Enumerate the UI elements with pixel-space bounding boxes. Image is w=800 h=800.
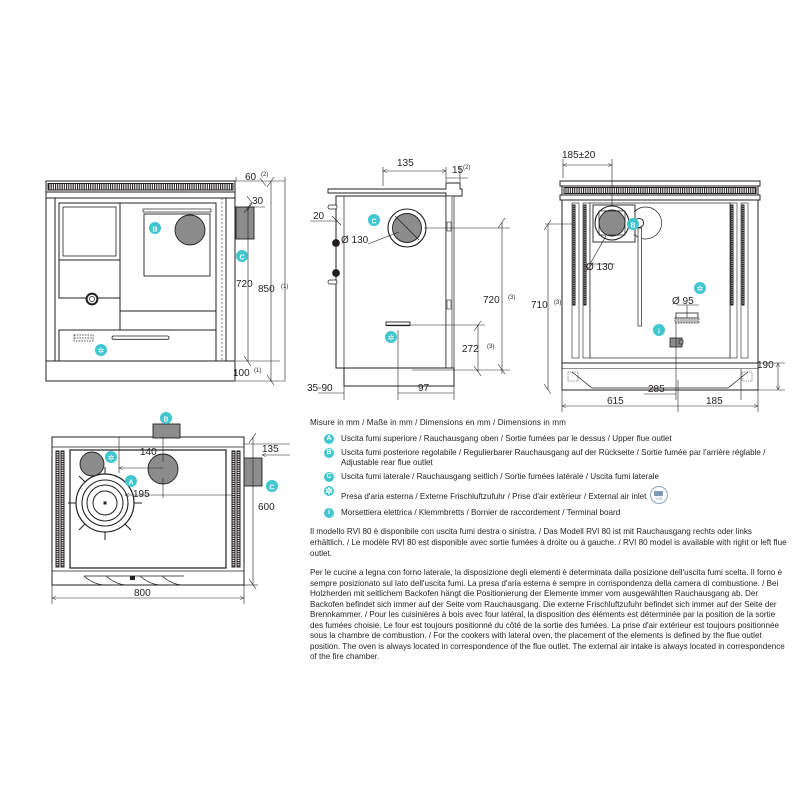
dim-60: 60 [245, 172, 257, 183]
dim-800-top: 800 [134, 588, 151, 599]
marker-C-side-label: C [371, 219, 376, 226]
marker-C-top [266, 480, 278, 492]
dim-285-rear: 285 [648, 384, 665, 395]
marker-air-rear-label: ✲ [697, 285, 704, 294]
dim-720-side: 720 [483, 295, 500, 306]
marker-B-top [160, 412, 172, 424]
legend-badge-c: C [324, 472, 334, 483]
dim-600-top: 600 [258, 502, 275, 513]
dim-15-side-note: (2) [463, 165, 470, 171]
marker-air-front [95, 344, 107, 356]
side-view [310, 167, 510, 400]
dim-710-rear: 710 [531, 300, 548, 311]
top-view-markers: B A ✲ C [105, 412, 278, 492]
dim-272-side: 272 [462, 344, 479, 355]
legend-item-a: A Uscita fumi superiore / Rauchausgang o… [310, 434, 788, 444]
dim-710-rear-note: (3) [554, 300, 561, 306]
dim-850-note: (1) [281, 284, 288, 290]
dim-97-side: 97 [418, 383, 430, 394]
marker-A-top [125, 475, 137, 487]
dim-15-side: 15 [452, 165, 464, 176]
rear-view [543, 159, 785, 412]
legend-and-notes: Misure in mm / Maße in mm / Dimensions e… [310, 418, 788, 663]
dim-100: 100 [233, 368, 250, 379]
dim-135-side: 135 [397, 158, 414, 169]
legend-text-c: Uscita fumi laterale / Rauchausgang seit… [341, 472, 660, 482]
dim-diam130-rear: Ø 130 [586, 262, 614, 273]
dim-100-note: (1) [254, 368, 261, 374]
marker-air-side [385, 331, 397, 343]
marker-B-top-label: B [163, 417, 168, 424]
marker-B-rear [627, 218, 639, 230]
dim-272-side-note: (3) [487, 344, 494, 350]
note-paragraph-2: Per le cucine a legna con forno laterale… [310, 568, 785, 662]
dim-720-side-note: (3) [508, 295, 515, 301]
legend-badge-a: A [324, 434, 334, 444]
side-view-dimension-labels: 135 15 (2) 20 Ø 130 720 (3) 272 (3) 35-9… [307, 158, 515, 394]
dim-diam130-side: Ø 130 [341, 235, 369, 246]
legend-item-c: C Uscita fumi laterale / Rauchausgang se… [310, 472, 788, 483]
rear-view-markers: B ✲ i [627, 218, 706, 336]
front-view-markers: B C ✲ [95, 222, 248, 356]
front-view-dimension-labels: 60 (2) 30 720 850 (1) 100 (1) [233, 172, 288, 379]
dim-185pm20: 185±20 [562, 150, 596, 161]
legend-item-b: B Uscita fumi posteriore regolabile / Re… [310, 448, 788, 468]
legend-text-a: Uscita fumi superiore / Rauchausgang obe… [341, 434, 672, 443]
dim-35-90-side: 35-90 [307, 383, 333, 394]
dim-615-rear: 615 [607, 396, 624, 407]
side-view-markers: C ✲ [368, 214, 397, 343]
marker-terminal-rear-label: i [658, 329, 660, 336]
dim-60-note: (2) [261, 172, 268, 178]
marker-C-front-label: C [239, 255, 244, 262]
legend-item-air: ✲ Presa d'aria esterna / Externe Frischl… [310, 486, 788, 505]
legend-badge-b: B [324, 448, 334, 459]
top-view-dimension-labels: 140 135 195 600 800 [133, 444, 279, 599]
marker-air-top [105, 451, 117, 463]
marker-air-front-label: ✲ [98, 347, 105, 356]
front-view [45, 176, 286, 386]
legend-list: A Uscita fumi superiore / Rauchausgang o… [310, 434, 788, 519]
legend-badge-terminal: i [324, 508, 334, 519]
dim-190-rear: 190 [757, 360, 774, 371]
legend-text-b: Uscita fumi posteriore regolabile / Regu… [341, 448, 766, 468]
marker-terminal-rear [653, 324, 665, 336]
marker-B-front-label: B [152, 227, 157, 234]
units-line: Misure in mm / Maße in mm / Dimensions e… [310, 418, 566, 427]
dim-185-rear: 185 [706, 396, 723, 407]
legend-text-air-wrap: Presa d'aria esterna / Externe Frischluf… [341, 486, 788, 505]
marker-C-front [236, 250, 248, 262]
marker-air-top-label: ✲ [108, 454, 115, 463]
marker-C-side [368, 214, 380, 226]
external-air-icon [650, 486, 669, 505]
note-paragraph-1: Il modello RVI 80 è disponibile con usci… [310, 527, 787, 558]
marker-air-rear [694, 282, 706, 294]
dim-30: 30 [252, 196, 264, 207]
dim-diam95-rear: Ø 95 [672, 296, 694, 307]
marker-B-front [149, 222, 161, 234]
rear-view-dimension-labels: 185±20 Ø 130 Ø 95 710 (3) 190 285 615 18… [531, 150, 774, 407]
dim-135-top: 135 [262, 444, 279, 455]
dim-850: 850 [258, 284, 275, 295]
legend-badge-air: ✲ [324, 486, 334, 497]
marker-air-side-label: ✲ [388, 334, 395, 343]
marker-B-rear-label: B [630, 223, 635, 230]
dim-20-side: 20 [313, 211, 325, 222]
marker-A-top-label: A [128, 480, 133, 487]
dim-195-top: 195 [133, 489, 150, 500]
legend-text-air: Presa d'aria esterna / Externe Frischluf… [341, 492, 647, 502]
dim-720: 720 [236, 279, 253, 290]
legend-item-terminal: i Morsettiera elettrica / Klemmbretts / … [310, 508, 788, 519]
legend-text-terminal: Morsettiera elettrica / Klemmbretts / Bo… [341, 508, 621, 518]
top-view [52, 423, 290, 604]
dim-140-top: 140 [140, 447, 157, 458]
marker-C-top-label: C [269, 485, 274, 492]
